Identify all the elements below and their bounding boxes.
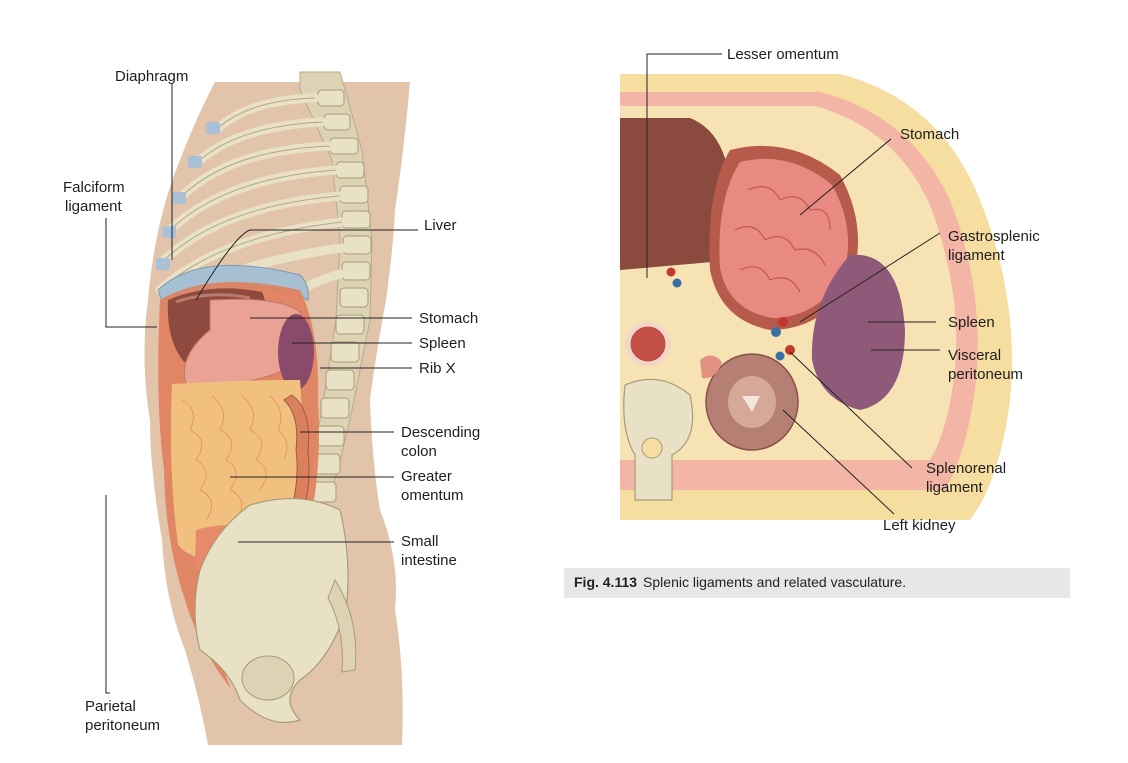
label-greater-2: omentum — [401, 487, 464, 504]
pelvis-bone — [194, 498, 349, 724]
label-stomach-left: Stomach — [419, 310, 479, 327]
label-rib-x: Rib X — [419, 360, 456, 377]
label-visceral-2: peritoneum — [948, 366, 1024, 383]
aorta — [625, 321, 671, 367]
caption-number: Fig. 4.113 — [574, 574, 638, 590]
label-gastrosplenic-1: Gastrosplenic — [948, 228, 1040, 245]
label-small-2: intestine — [401, 552, 457, 569]
liver-highlight — [175, 293, 251, 304]
splenic-vessel-2 — [771, 327, 781, 337]
label-descending-1: Descending — [401, 424, 481, 441]
label-visceral-1: Visceral — [948, 347, 1002, 364]
label-lesser-omentum: Lesser omentum — [727, 46, 839, 63]
splenorenal-vessel-2 — [775, 351, 785, 361]
label-left-kidney: Left kidney — [883, 517, 956, 534]
splenic-vessel-1 — [778, 317, 788, 327]
spleen-section — [811, 254, 905, 410]
spinal-canal — [641, 437, 663, 459]
label-small-1: Small — [401, 533, 439, 550]
figure-caption: Fig. 4.113 Splenic ligaments and related … — [564, 568, 1070, 598]
label-falciform-1: Falciform — [63, 179, 125, 196]
left-leader-lines — [105, 84, 418, 694]
right-figure — [620, 74, 1012, 520]
acetabulum — [241, 655, 295, 701]
right-leader-lines — [646, 53, 941, 515]
spleen — [278, 314, 314, 390]
label-spleen-left: Spleen — [419, 335, 466, 352]
left-gastric-vessel — [666, 267, 676, 277]
label-spleen-right: Spleen — [948, 314, 995, 331]
label-parietal-2: peritoneum — [85, 717, 161, 734]
mucosa-folds — [734, 186, 831, 293]
sacrum — [327, 578, 357, 673]
label-splenorenal-2: ligament — [926, 479, 983, 496]
label-gastrosplenic-2: ligament — [948, 247, 1005, 264]
label-liver: Liver — [424, 217, 457, 234]
caption-text: Splenic ligaments and related vasculatur… — [643, 574, 907, 590]
label-splenorenal-1: Splenorenal — [926, 460, 1007, 477]
label-parietal-1: Parietal — [85, 698, 136, 715]
label-stomach-right: Stomach — [900, 126, 960, 143]
left-gastric-vein — [672, 278, 682, 288]
label-descending-2: colon — [401, 443, 437, 460]
stomach — [183, 298, 302, 386]
label-greater-1: Greater — [401, 468, 452, 485]
splenorenal-vessel-1 — [785, 345, 795, 355]
left-figure — [144, 71, 410, 745]
crus-shape — [700, 355, 722, 379]
renal-pelvis — [742, 396, 760, 412]
omentum-texture — [181, 395, 288, 521]
label-diaphragm: Diaphragm — [115, 68, 189, 85]
label-falciform-2: ligament — [65, 198, 122, 215]
costal-cartilages — [156, 122, 220, 270]
